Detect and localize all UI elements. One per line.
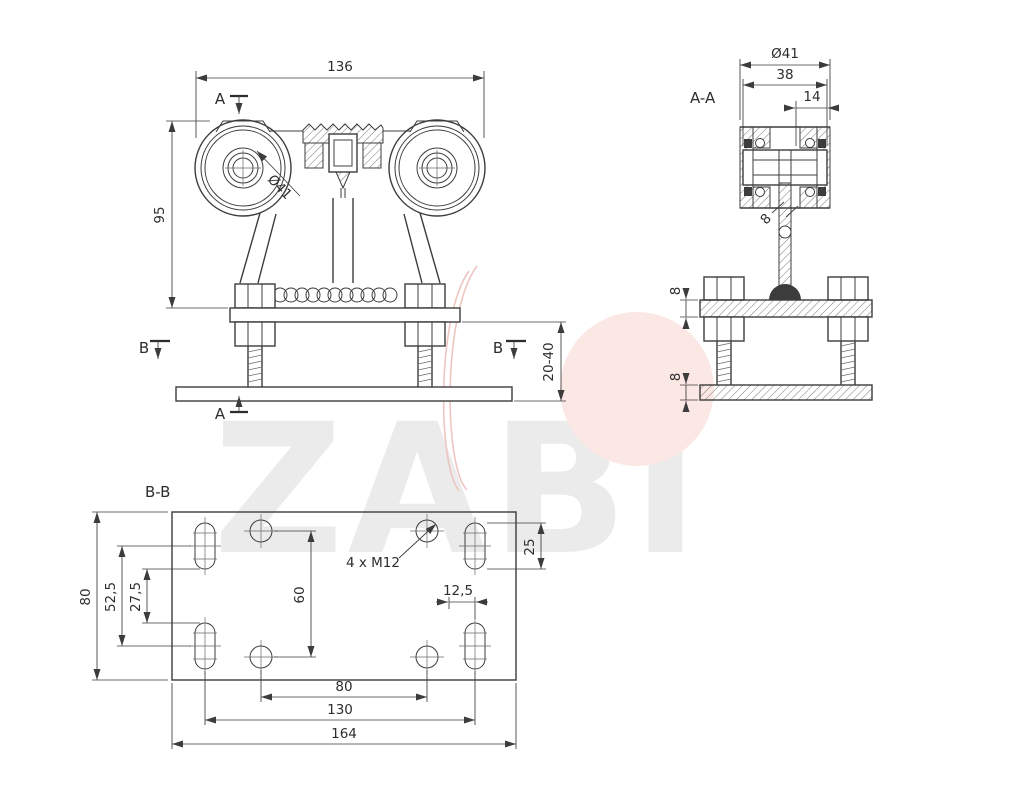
- svg-text:14: 14: [803, 89, 820, 105]
- svg-text:A: A: [215, 405, 226, 423]
- section-marker-b-right: B: [493, 339, 526, 359]
- threaded-rod: [716, 341, 732, 385]
- svg-text:8: 8: [668, 287, 684, 296]
- dimension-hole-horizontal-spacing: 80: [260, 670, 428, 702]
- svg-text:52,5: 52,5: [103, 582, 119, 612]
- front-view: 136 95 Ø41 20-40 A: [139, 59, 566, 423]
- svg-text:25: 25: [522, 538, 538, 555]
- upper-plate-section: [699, 299, 873, 318]
- dimension-lower-plate-thickness: 8: [668, 373, 698, 412]
- svg-text:8: 8: [668, 373, 684, 382]
- dimension-slot-inner-gap: 27,5: [128, 568, 200, 624]
- dimension-slot-horizontal-spacing: 130: [204, 671, 476, 725]
- dimension-height: 95: [152, 120, 228, 309]
- dimension-adjustment-range: 20-40: [462, 321, 566, 402]
- hanger-body: [239, 198, 441, 284]
- section-marker-a-bottom: A: [215, 396, 248, 423]
- base-plate: [175, 386, 513, 402]
- mounting-slot: [459, 517, 491, 575]
- dim-95-label: 95: [152, 206, 168, 223]
- svg-text:164: 164: [331, 726, 357, 742]
- dim-20-40-label: 20-40: [541, 342, 557, 381]
- roller-section: [739, 126, 831, 209]
- lower-plate-section: [699, 384, 873, 401]
- mounting-plate-face: [171, 511, 517, 681]
- svg-text:27,5: 27,5: [128, 582, 144, 612]
- dimension-slot-length: 25: [487, 522, 546, 570]
- threaded-rod: [840, 341, 856, 385]
- svg-text:Ø41: Ø41: [771, 46, 799, 62]
- mounting-hole: [244, 514, 278, 548]
- watermark-dot: [560, 312, 714, 466]
- roller-clips: [215, 120, 465, 133]
- svg-text:A: A: [215, 90, 226, 108]
- lower-hex-nut: [703, 316, 745, 342]
- dimension-slot-offset: 12,5: [436, 583, 488, 619]
- mounting-hole: [410, 640, 444, 674]
- svg-text:60: 60: [292, 586, 308, 603]
- lower-hex-nut: [827, 316, 869, 342]
- svg-text:B: B: [493, 339, 503, 357]
- section-bb-view: B-B: [78, 483, 546, 749]
- mounting-slot: [189, 517, 221, 575]
- svg-text:38: 38: [776, 67, 793, 83]
- mounting-hole: [244, 640, 278, 674]
- watermark-ring-arc: [449, 265, 478, 491]
- threaded-rod: [247, 346, 263, 387]
- svg-text:130: 130: [327, 702, 353, 718]
- upper-hex-nut: [703, 276, 745, 301]
- dimension-overall-width: 136: [195, 59, 485, 138]
- upper-hex-nut: [234, 283, 276, 309]
- svg-text:80: 80: [78, 588, 94, 605]
- dimension-plate-width: 164: [171, 683, 517, 749]
- upper-hex-nut: [404, 283, 446, 309]
- right-roller: [388, 119, 486, 217]
- section-bb-label: B-B: [145, 483, 170, 501]
- upper-hex-nut: [827, 276, 869, 301]
- dimension-roller-diameter-aa: Ø41: [739, 46, 831, 120]
- lower-hex-nut: [404, 321, 446, 347]
- center-bracket: [302, 123, 384, 198]
- dimension-axle-width: 38: [742, 67, 828, 146]
- svg-text:80: 80: [335, 679, 352, 695]
- spring-coil: [272, 287, 398, 303]
- section-aa-label: A-A: [690, 89, 716, 107]
- svg-text:4 x M12: 4 x M12: [346, 555, 400, 571]
- svg-text:12,5: 12,5: [443, 583, 473, 599]
- svg-text:B: B: [139, 339, 149, 357]
- section-marker-b-left: B: [139, 339, 170, 359]
- ball-joint: [769, 284, 801, 300]
- dimension-hub-width: 14: [784, 89, 839, 146]
- watermark: ZABI: [213, 265, 714, 595]
- hole-callout: 4 x M12: [346, 523, 437, 571]
- section-aa-view: A-A: [668, 46, 873, 412]
- clamp-bar: [229, 307, 461, 323]
- dimension-hole-vertical-spacing: 60: [274, 530, 316, 658]
- dimension-plate-depth: 80: [78, 511, 168, 681]
- mounting-slot: [459, 617, 491, 675]
- left-roller: [194, 119, 292, 217]
- dimension-slot-vertical-spacing: 52,5: [103, 545, 191, 647]
- lower-hex-nut: [234, 321, 276, 347]
- dim-136-label: 136: [327, 59, 353, 75]
- mounting-slot: [189, 617, 221, 675]
- threaded-rod: [417, 346, 433, 387]
- dimension-upper-plate-thickness: 8: [668, 287, 698, 329]
- section-marker-a-top: A: [215, 90, 248, 114]
